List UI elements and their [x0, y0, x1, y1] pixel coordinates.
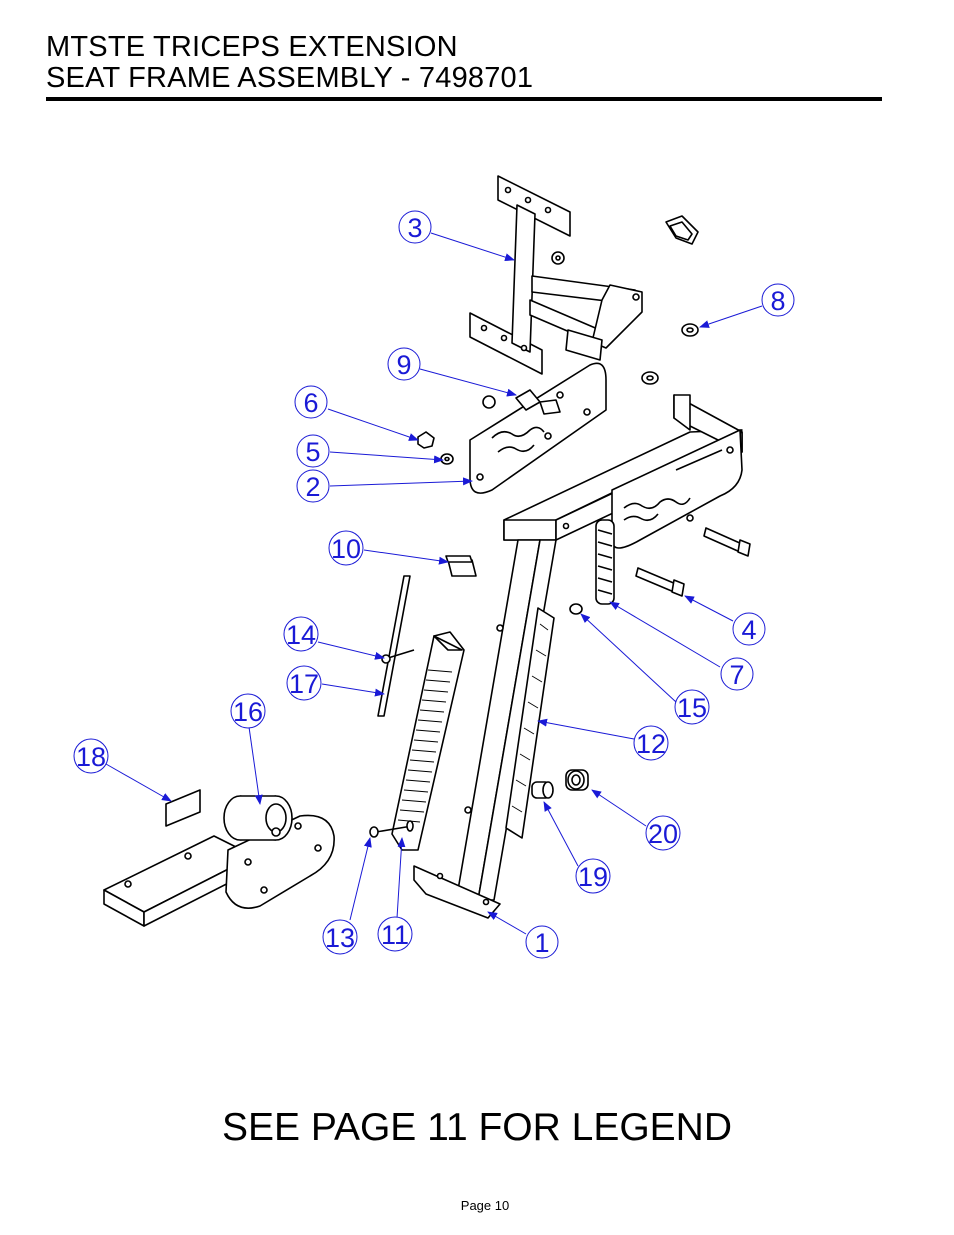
title-line-1: MTSTE TRICEPS EXTENSION: [46, 31, 458, 63]
svg-text:3: 3: [407, 213, 422, 243]
callout-4: 4: [732, 612, 766, 646]
leader-12: [537, 718, 635, 740]
leader-7: [609, 601, 721, 668]
svg-text:12: 12: [636, 729, 666, 759]
part-6-nut: [417, 431, 454, 465]
callout-14: 14: [283, 616, 319, 652]
part-18-label: [165, 789, 201, 827]
leader-11: [396, 837, 406, 919]
svg-text:19: 19: [578, 862, 608, 892]
header-rule: [46, 97, 882, 101]
leader-2: [329, 477, 473, 487]
part-8-washer: [641, 215, 699, 385]
callout-11: 11: [377, 916, 413, 952]
part-10-cap: [445, 555, 477, 577]
part-4-bolts: [635, 527, 751, 597]
svg-text:15: 15: [677, 693, 707, 723]
title-line-2: SEAT FRAME ASSEMBLY - 7498701: [46, 62, 534, 94]
part-2-plate: [469, 362, 607, 494]
callout-9: 9: [387, 347, 421, 381]
leader-9: [419, 368, 517, 397]
callout-12: 12: [633, 725, 669, 761]
leader-20: [591, 789, 647, 827]
callout-16: 16: [230, 693, 266, 729]
leader-14: [317, 641, 385, 660]
part-11-footplate: [391, 631, 465, 851]
svg-text:6: 6: [303, 388, 318, 418]
svg-text:4: 4: [741, 615, 756, 645]
svg-text:14: 14: [286, 620, 316, 650]
callout-8: 8: [761, 283, 795, 317]
callout-7: 7: [720, 657, 754, 691]
part-12-footplate: [505, 607, 555, 839]
callout-6: 6: [294, 385, 328, 419]
svg-text:20: 20: [648, 819, 678, 849]
part-19-spacer: [531, 781, 554, 799]
part-7-spring: [595, 519, 615, 605]
leader-8: [699, 305, 763, 328]
leader-17: [321, 683, 385, 697]
callout-20: 20: [645, 815, 681, 851]
leader-19: [543, 801, 579, 867]
svg-text:18: 18: [76, 742, 106, 772]
svg-text:16: 16: [233, 697, 263, 727]
svg-text:9: 9: [396, 350, 411, 380]
leader-18: [105, 763, 172, 802]
leader-1: [487, 911, 527, 935]
legend-note: SEE PAGE 11 FOR LEGEND: [221, 1106, 733, 1149]
svg-text:11: 11: [381, 920, 409, 950]
part-15-nut: [569, 603, 583, 615]
leader-3: [430, 232, 515, 262]
part-17-strip: [377, 575, 411, 717]
callout-19: 19: [575, 858, 611, 894]
svg-text:8: 8: [770, 286, 785, 316]
leader-5: [329, 451, 444, 464]
callout-5: 5: [296, 434, 330, 468]
part-16-pivot: [103, 795, 335, 927]
callout-2: 2: [296, 469, 330, 503]
callout-17: 17: [286, 665, 322, 701]
svg-text:13: 13: [325, 923, 355, 953]
callout-15: 15: [674, 689, 710, 725]
svg-text:5: 5: [305, 437, 320, 467]
callout-18: 18: [73, 738, 109, 774]
part-13-bolt: [369, 820, 414, 838]
svg-text:2: 2: [305, 472, 320, 502]
leader-13: [349, 837, 372, 921]
svg-text:1: 1: [534, 928, 549, 958]
svg-text:17: 17: [289, 669, 319, 699]
svg-text:7: 7: [729, 660, 744, 690]
page-number: Page 10: [460, 1198, 510, 1213]
leader-16: [248, 726, 263, 805]
svg-text:10: 10: [331, 534, 361, 564]
part-3-bracket: [469, 175, 643, 375]
leader-10: [363, 549, 449, 565]
callout-3: 3: [398, 210, 432, 244]
callout-1: 1: [525, 925, 559, 959]
callout-13: 13: [322, 919, 358, 955]
part-20-bushing: [565, 769, 589, 791]
part-14-pin: [381, 649, 415, 664]
callout-10: 10: [328, 530, 364, 566]
leader-4: [684, 595, 734, 622]
leader-15: [580, 613, 677, 703]
leader-6: [327, 408, 419, 441]
